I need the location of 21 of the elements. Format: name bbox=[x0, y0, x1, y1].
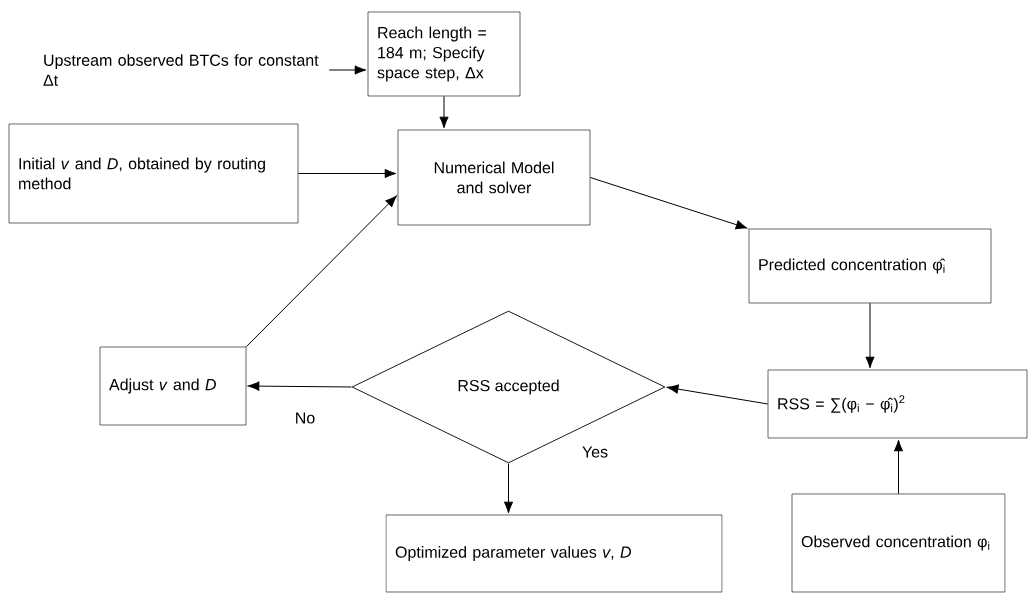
arrow bbox=[439, 95, 449, 129]
arrow bbox=[893, 439, 904, 495]
arrow bbox=[328, 65, 367, 75]
process-box: Adjust v and D bbox=[99, 346, 247, 426]
arrow bbox=[865, 302, 875, 369]
input-text: Upstream observed BTCs for constant Δt bbox=[43, 54, 319, 86]
arrow bbox=[297, 168, 397, 179]
process-box: Numerical Model and solver bbox=[397, 129, 591, 226]
process-box: Predicted concentration φ̂$_{i}$ bbox=[748, 228, 992, 304]
process-box: Optimized parameter values v, D bbox=[385, 514, 723, 593]
arrow bbox=[589, 177, 748, 230]
process-box: RSS = ∑(φ$_{i}$ − φ̂$_{i}$)$^{2}$ bbox=[767, 369, 1028, 439]
arrow bbox=[247, 381, 353, 391]
edge-label: No bbox=[293, 411, 317, 425]
edge-label: Yes bbox=[580, 445, 610, 459]
process-box: Observed concentration φ$_{i}$ bbox=[791, 493, 1006, 593]
process-box: Reach length = 184 m; Specify space step, Δx bbox=[367, 11, 521, 97]
arrow bbox=[245, 195, 397, 348]
arrow bbox=[503, 462, 514, 514]
process-box: Initial v and D, obtained by routing method bbox=[8, 123, 299, 224]
arrow bbox=[666, 384, 769, 405]
